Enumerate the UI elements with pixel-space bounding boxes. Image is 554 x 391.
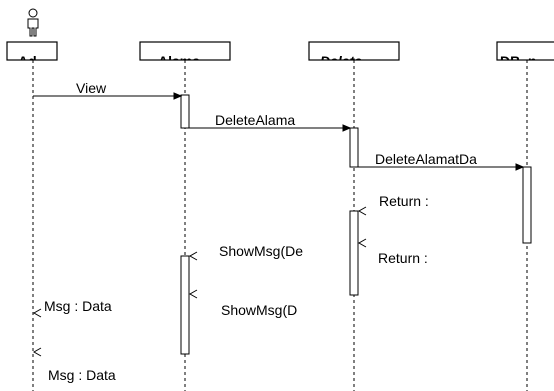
participant-label-db: DB_n bbox=[500, 53, 537, 69]
return-arrowhead-icon bbox=[357, 206, 367, 216]
participant-label-ad: Ad bbox=[18, 53, 37, 69]
return-arrowhead-icon bbox=[32, 347, 42, 357]
return-arrowhead-icon bbox=[188, 289, 198, 299]
participant-box-db bbox=[496, 41, 554, 61]
message-label-deletealamatdata: DeleteAlamatDa bbox=[375, 151, 477, 167]
message-label-showmsg-2: ShowMsg(D bbox=[221, 302, 297, 318]
message-label-return-2: Return : bbox=[378, 250, 428, 266]
participant-box-delete bbox=[308, 41, 400, 61]
actor-icon bbox=[27, 8, 39, 37]
return-arrowhead-icon bbox=[188, 251, 198, 261]
message-label-return-1: Return : bbox=[379, 193, 429, 209]
participant-label-alamat: Alama bbox=[158, 53, 200, 69]
participant-box-alamat bbox=[139, 41, 231, 61]
activation-bar-alamat-2 bbox=[180, 255, 190, 355]
return-arrowhead-icon bbox=[32, 308, 42, 318]
return-arrowhead-icon bbox=[357, 238, 367, 248]
participant-box-ad bbox=[6, 41, 58, 61]
message-label-msg-data-1: Msg : Data bbox=[44, 298, 112, 314]
message-label-view: View bbox=[76, 80, 107, 96]
activation-bar-delete-2 bbox=[349, 210, 359, 296]
message-label-deletealamat: DeleteAlama bbox=[215, 112, 295, 128]
message-label-msg-data-2: Msg : Data bbox=[48, 367, 116, 383]
arrowhead-icon bbox=[515, 163, 525, 171]
participant-label-delete: Delete bbox=[320, 53, 362, 69]
activation-bar-delete-1 bbox=[349, 127, 359, 168]
activation-bar-db bbox=[522, 166, 532, 244]
message-label-showmsg-1: ShowMsg(De bbox=[219, 243, 303, 259]
activation-bar-alamat-1 bbox=[180, 94, 190, 129]
arrowhead-icon bbox=[342, 124, 352, 132]
arrowhead-icon bbox=[173, 92, 183, 100]
